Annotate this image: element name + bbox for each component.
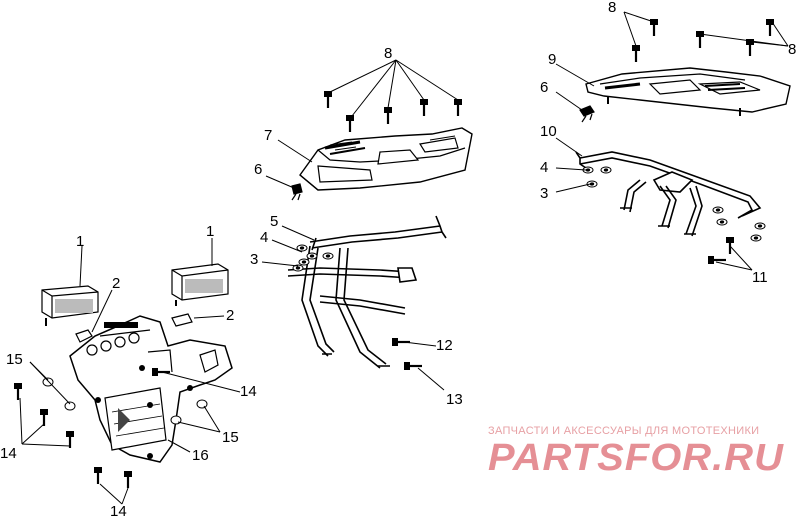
callout-4-front: 4 — [260, 229, 268, 246]
watermark-brand: PARTSFOR.RU — [488, 437, 785, 479]
callout-3-rear: 3 — [540, 185, 548, 202]
front-rack-clip — [291, 183, 303, 201]
callout-8-rear-right: 8 — [788, 41, 796, 58]
callout-4-rear: 4 — [540, 159, 548, 176]
rear-rack-clip — [579, 105, 595, 123]
callout-15-left: 15 — [6, 351, 23, 368]
headlight-left — [41, 285, 99, 326]
clip-right — [171, 313, 193, 327]
watermark: ЗАПЧАСТИ И АКСЕССУАРЫ ДЛЯ МОТОТЕХНИКИ PA… — [488, 425, 785, 479]
callout-11: 11 — [752, 269, 768, 286]
callout-7: 7 — [264, 127, 272, 144]
callout-5: 5 — [270, 213, 278, 230]
callout-2-left: 2 — [112, 275, 120, 292]
callout-12: 12 — [436, 337, 453, 354]
callout-6-front: 6 — [254, 161, 262, 178]
callout-16: 16 — [192, 447, 209, 464]
bolts-rear-frame — [706, 235, 736, 266]
leader-lines — [19, 11, 789, 505]
rear-frame — [575, 151, 762, 237]
callout-1-right: 1 — [206, 223, 214, 240]
callout-8-front: 8 — [384, 45, 392, 62]
callout-3-front: 3 — [250, 251, 258, 268]
callout-13: 13 — [446, 391, 463, 408]
front-rack — [299, 127, 473, 191]
rear-rack — [585, 67, 791, 116]
callout-6-rear: 6 — [540, 79, 548, 96]
callout-2-right: 2 — [226, 307, 234, 324]
headlight-right — [171, 263, 229, 306]
bolts-rear-rack — [630, 17, 776, 64]
callout-15-right: 15 — [222, 429, 239, 446]
front-bracket — [287, 215, 447, 369]
watermark-tagline: ЗАПЧАСТИ И АКСЕССУАРЫ ДЛЯ МОТОТЕХНИКИ — [488, 425, 759, 437]
callout-10: 10 — [540, 123, 557, 140]
callout-1-left: 1 — [76, 233, 84, 250]
callout-8-rear-left: 8 — [608, 0, 616, 16]
callout-9: 9 — [548, 51, 556, 68]
clip-left — [75, 329, 93, 343]
callout-14-bottom: 14 — [110, 503, 127, 518]
callout-14-left: 14 — [0, 445, 17, 462]
bolts-front-rack — [322, 89, 464, 134]
callout-14-center: 14 — [240, 383, 257, 400]
front-fascia — [69, 315, 233, 463]
